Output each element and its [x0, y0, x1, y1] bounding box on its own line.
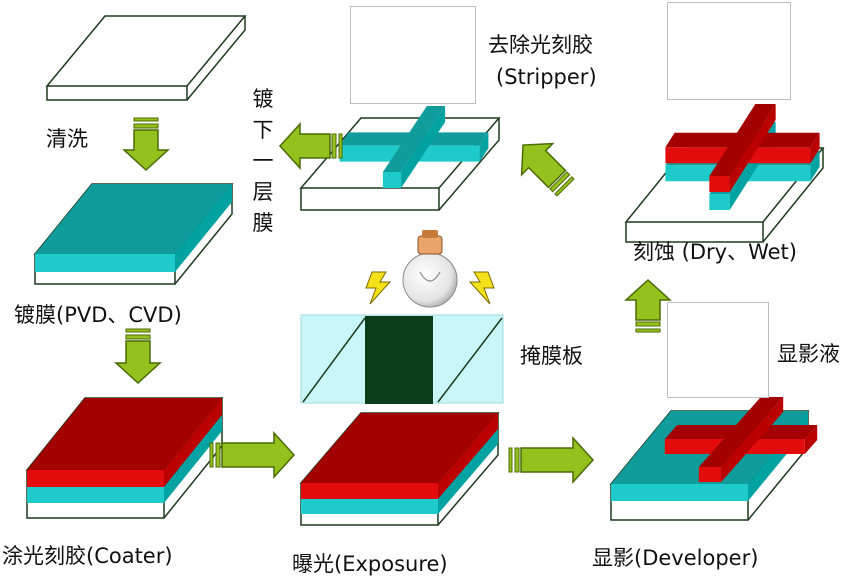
mask-edge-left	[302, 317, 366, 403]
label-next-layer: 镀下一层膜	[252, 87, 274, 235]
arrow-coat-to-expose	[209, 431, 296, 479]
label-develop: 显影(Developer)	[592, 546, 759, 570]
arrow-deposit-to-coat	[114, 328, 162, 385]
arrow-expose-to-develop	[508, 436, 595, 484]
stripper-funnel-frame	[350, 6, 476, 104]
label-strip-2: (Stripper)	[496, 65, 597, 89]
etch-resist-cross	[665, 104, 820, 192]
label-mask: 掩膜板	[520, 344, 583, 368]
mask-opaque-bar	[365, 316, 433, 404]
arrow-clean-to-deposit	[122, 117, 170, 172]
deposit-film	[35, 184, 232, 272]
arrow-strip-to-next	[278, 122, 343, 170]
arrow-etch-to-strip	[520, 142, 575, 197]
develop-resist-cross	[664, 397, 818, 482]
label-strip-1: 去除光刻胶	[488, 33, 593, 57]
strip-film-cross	[339, 106, 489, 188]
label-expose: 曝光(Exposure)	[292, 552, 448, 576]
etch-funnel-frame	[667, 2, 791, 100]
arrow-develop-to-etch	[624, 278, 672, 333]
clean-substrate	[45, 15, 247, 101]
coat-resist	[27, 398, 222, 487]
developer-funnel-frame	[667, 302, 769, 398]
expose-resist	[301, 413, 498, 499]
label-coat: 涂光刻胶(Coater)	[2, 544, 173, 568]
lightning-right-icon	[468, 271, 495, 305]
label-deposit: 镀膜(PVD、CVD)	[14, 303, 182, 327]
lightning-left-icon	[365, 271, 392, 305]
label-clean: 清洗	[46, 127, 88, 151]
label-developer-liquid: 显影液	[777, 342, 840, 366]
light-bulb-icon	[402, 230, 458, 308]
mask-edge-right	[437, 317, 503, 403]
label-etch: 刻蚀 (Dry、Wet)	[633, 240, 797, 264]
